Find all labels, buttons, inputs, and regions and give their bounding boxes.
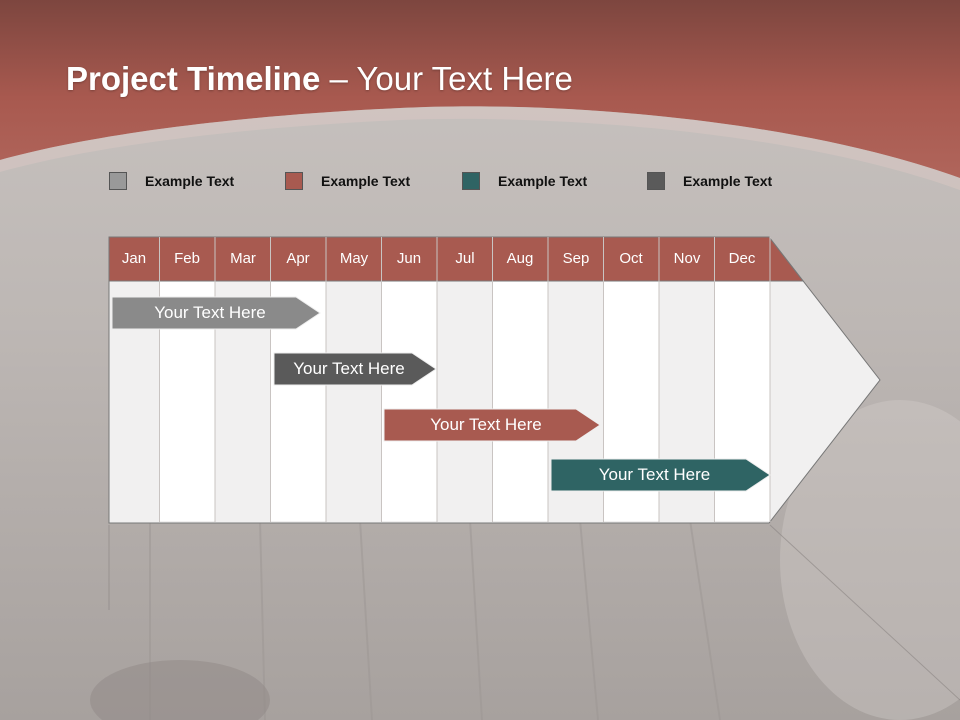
- legend-swatch: [109, 172, 127, 190]
- legend-swatch: [647, 172, 665, 190]
- legend-item: Example Text: [462, 171, 587, 191]
- task-bar-4: [550, 458, 771, 492]
- timeline-header: [108, 236, 805, 282]
- task-label: Your Text Here: [598, 465, 711, 484]
- legend-label: Example Text: [145, 173, 235, 189]
- task-bar-2: [273, 352, 437, 386]
- legend-swatch: [285, 172, 303, 190]
- legend-item: Example Text: [647, 171, 772, 191]
- title-bold: Project Timeline: [66, 60, 321, 97]
- task-label: Your Text Here: [430, 415, 542, 434]
- legend-label: Example Text: [498, 173, 588, 189]
- month-label: Jan: [121, 250, 147, 267]
- month-label: Nov: [673, 250, 701, 267]
- title-rest: – Your Text Here: [320, 60, 573, 97]
- legend-label: Example Text: [683, 173, 773, 189]
- task-label: Your Text Here: [154, 303, 266, 322]
- month-label: Sep: [562, 250, 590, 267]
- month-label: Apr: [286, 250, 310, 267]
- legend-label: Example Text: [321, 173, 411, 189]
- month-label: Oct: [619, 250, 643, 267]
- month-label: Feb: [174, 250, 200, 267]
- task-label: Your Text Here: [293, 359, 405, 378]
- slide-title: Project Timeline – Your Text Here: [66, 60, 573, 98]
- month-label: Mar: [230, 250, 256, 267]
- month-label: Aug: [506, 250, 534, 267]
- month-label: Jun: [396, 250, 422, 267]
- month-label: Dec: [728, 250, 756, 267]
- task-bar-1: [111, 296, 321, 330]
- legend-item: Example Text: [109, 171, 234, 191]
- legend-swatch: [462, 172, 480, 190]
- task-bar-3: [383, 408, 601, 442]
- month-label: Jul: [455, 250, 475, 267]
- legend-item: Example Text: [285, 171, 410, 191]
- month-label: May: [339, 250, 369, 267]
